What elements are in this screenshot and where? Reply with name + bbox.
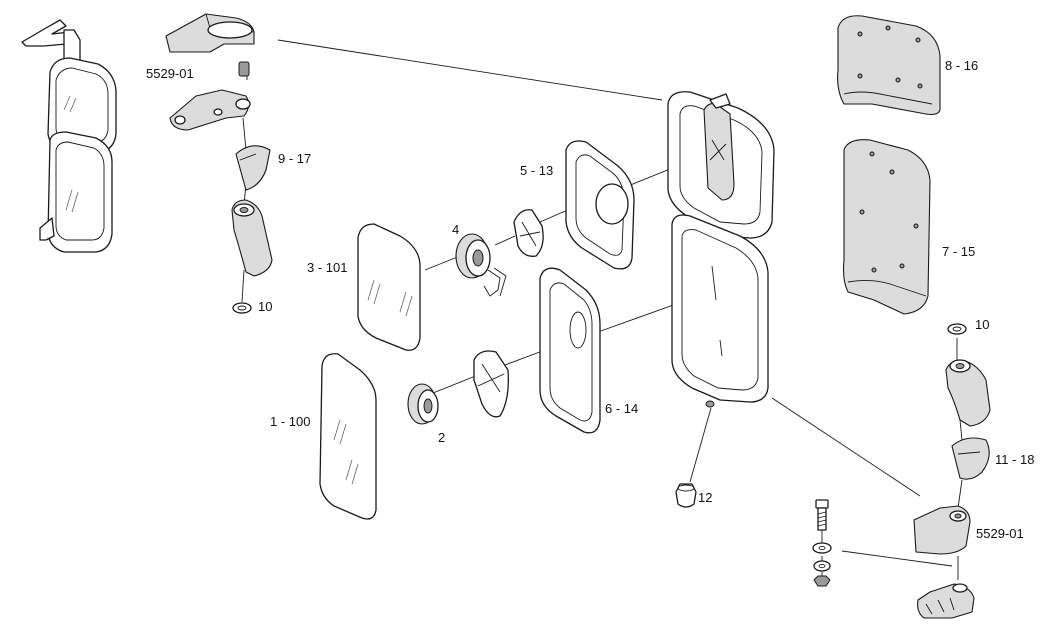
hinge-washer-right xyxy=(947,323,967,335)
drain-plug xyxy=(675,483,697,508)
callout-mirror-lower: 1 - 100 xyxy=(270,414,310,429)
lower-housing-cap xyxy=(842,139,931,315)
lower-mirror-housing xyxy=(671,214,769,408)
lower-carrier-plate xyxy=(473,350,509,418)
lower-bracket-assembly xyxy=(913,505,975,619)
upper-mirror-frame xyxy=(565,140,635,270)
callout-nut-lower: 10 xyxy=(258,299,272,314)
callout-motor-lower: 2 xyxy=(438,430,445,445)
upper-mirror-housing xyxy=(667,91,775,239)
upper-mount-arm xyxy=(169,89,250,131)
callout-bracket-top: 5529-01 xyxy=(146,66,194,81)
callout-cover-upper: 9 - 17 xyxy=(278,151,311,166)
callout-bracket-right: 5529-01 xyxy=(976,526,1024,541)
callout-plug: 12 xyxy=(698,490,712,505)
upper-carrier-plate xyxy=(513,209,544,257)
callout-frame-lower: 6 - 14 xyxy=(605,401,638,416)
lower-mirror-glass xyxy=(319,353,377,520)
mounting-bolt-set xyxy=(812,499,832,587)
upper-hinge-cover xyxy=(235,145,271,191)
callout-frame-upper: 5 - 13 xyxy=(520,163,553,178)
upper-mount-nut xyxy=(238,61,250,77)
upper-bracket-assembly xyxy=(165,13,255,131)
callout-nut-right: 10 xyxy=(975,317,989,332)
leader-lines xyxy=(241,39,963,580)
upper-mirror-glass xyxy=(357,223,421,351)
hinge-washer-left xyxy=(232,302,252,314)
upper-housing-cap xyxy=(837,15,941,116)
callout-motor-upper: 4 xyxy=(452,222,459,237)
lower-mirror-frame xyxy=(539,267,601,434)
lower-hinge-cover xyxy=(951,437,990,480)
callout-labels: 5529-01 9 - 17 10 3 - 101 4 5 - 13 8 - 1… xyxy=(146,58,1035,541)
callout-mirror-upper: 3 - 101 xyxy=(307,260,347,275)
upper-mirror-motor xyxy=(455,233,507,297)
callout-cap-upper: 8 - 16 xyxy=(945,58,978,73)
upper-hinge-arm xyxy=(231,199,273,277)
lower-mirror-motor xyxy=(407,383,439,425)
callout-cap-lower: 7 - 15 xyxy=(942,244,975,259)
callout-cover-right: 11 - 18 xyxy=(995,452,1035,467)
lower-hinge-arm xyxy=(945,359,991,427)
assembled-mirror-overview xyxy=(21,19,117,253)
